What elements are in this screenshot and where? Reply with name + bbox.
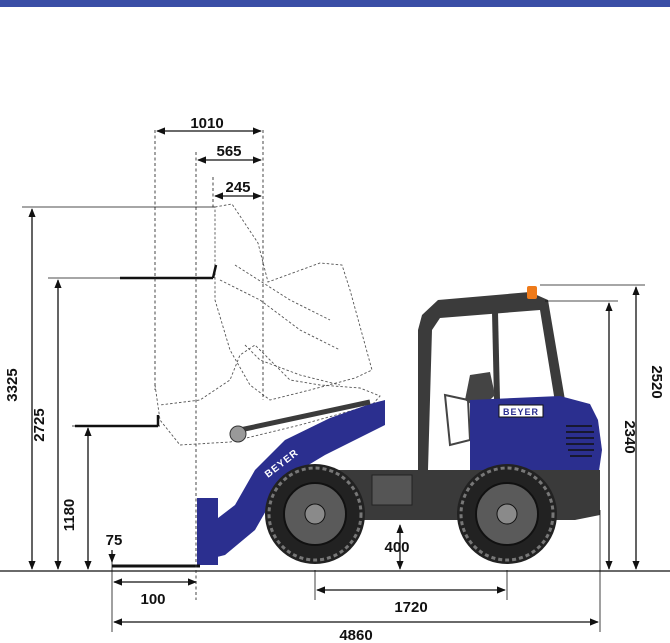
dim-cab-height: 2340 bbox=[621, 420, 638, 453]
dim-fork-height-mid: 1180 bbox=[61, 499, 78, 532]
dimension-arrows bbox=[28, 127, 640, 626]
dim-fork-reach-max: 1010 bbox=[190, 115, 223, 132]
dim-wheelbase: 1720 bbox=[394, 599, 427, 616]
dim-fork-reach-top: 245 bbox=[225, 179, 250, 196]
header-bar bbox=[0, 0, 670, 7]
dim-lift-height-max: 3325 bbox=[4, 368, 21, 401]
front-wheel bbox=[265, 464, 365, 564]
dim-fork-height-top: 2725 bbox=[31, 408, 48, 441]
brand-logo-hood: BEYER bbox=[503, 407, 539, 417]
dimension-labels: 1010 565 245 3325 2725 1180 75 100 400 1… bbox=[4, 115, 665, 643]
dim-fork-reach-mid: 565 bbox=[216, 143, 241, 160]
rear-wheel bbox=[457, 464, 557, 564]
dim-overall-length: 4860 bbox=[339, 627, 372, 643]
dim-beacon-height: 2520 bbox=[648, 365, 665, 398]
raised-arm-ghost bbox=[154, 203, 381, 446]
beacon-light bbox=[527, 286, 537, 299]
dim-ground-clearance: 400 bbox=[384, 539, 409, 556]
fork-ghosts bbox=[75, 264, 218, 428]
wheel-loader: BEYER BEYER bbox=[112, 286, 602, 568]
guide-lines bbox=[22, 130, 645, 632]
dim-fork-ground-reach: 100 bbox=[140, 591, 165, 608]
dim-fork-low: 75 bbox=[106, 532, 123, 549]
